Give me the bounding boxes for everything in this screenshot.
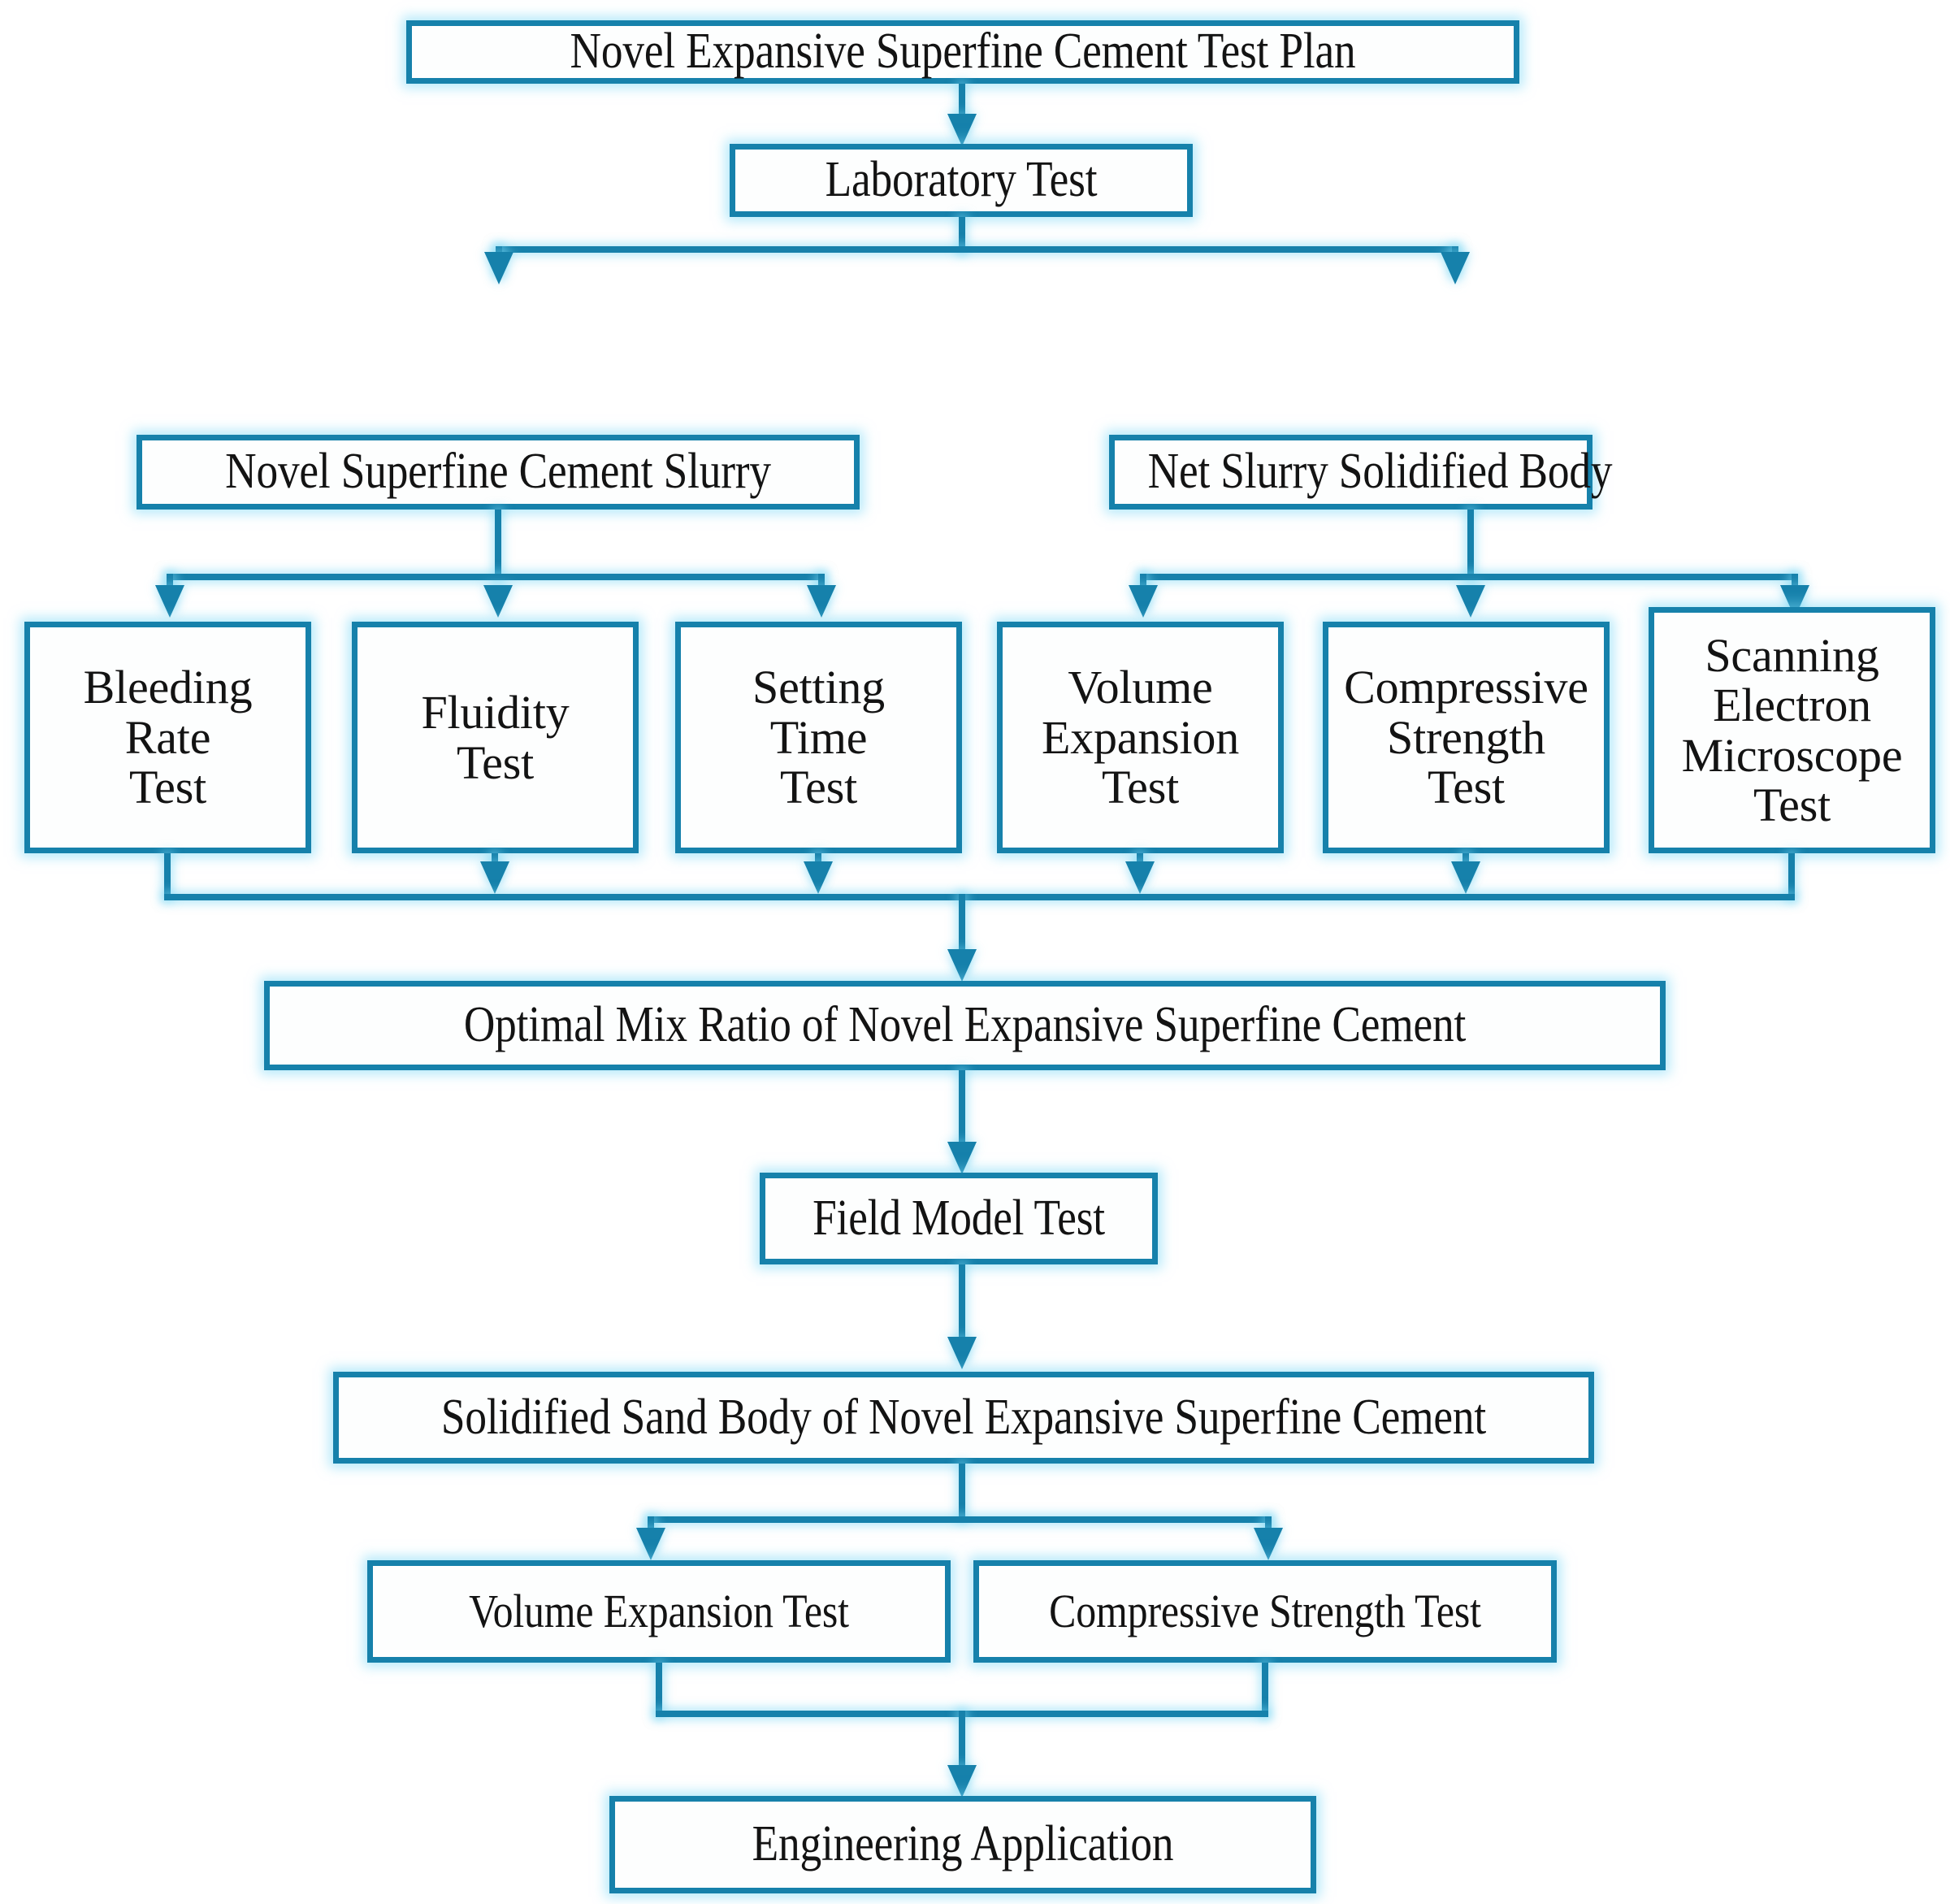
node-fluidity-test-label: Fluidity Test [358,687,633,787]
connector-sand-split-bar [648,1516,1272,1523]
arrowhead-to-volume-expansion [1129,585,1158,618]
line-4: Test [1753,778,1831,831]
arrowhead-merge-4 [1125,861,1155,894]
line-1: Setting [752,661,885,714]
line-1: Volume [1068,661,1213,714]
connector-sand-down [959,1464,965,1520]
arrowhead-lab-to-solid [1441,252,1470,284]
line-2: Test [456,735,534,789]
connector-solid-down [1467,510,1474,579]
arrowhead-plan-to-lab [947,114,977,146]
node-optimal-mix-ratio[interactable]: Optimal Mix Ratio of Novel Expansive Sup… [264,981,1666,1070]
line-1: Scanning [1705,628,1879,682]
node-engineering-application[interactable]: Engineering Application [609,1796,1316,1893]
arrowhead-to-bleeding-rate [155,585,184,618]
connector-lab-down [959,217,965,253]
arrowhead-merge-to-optimal [947,949,977,982]
connector-merge-to-engineering [959,1711,965,1788]
connector-merge-to-optimal [959,894,965,971]
node-solidified-sand-body[interactable]: Solidified Sand Body of Novel Expansive … [333,1372,1594,1464]
node-compressive-strength-test-field[interactable]: Compressive Strength Test [973,1560,1557,1663]
node-field-model-test-label: Field Model Test [812,1190,1105,1246]
node-compressive-strength-test[interactable]: Compressive Strength Test [1323,622,1610,853]
merge-field-drop-left [656,1663,662,1716]
node-bleeding-rate-test-label: Bleeding Rate Test [30,661,306,814]
arrowhead-to-setting-time [807,585,836,618]
node-bleeding-rate-test[interactable]: Bleeding Rate Test [24,622,311,853]
node-solidified-body[interactable]: Net Slurry Solidified Body [1109,435,1613,510]
line-2: Time [769,710,868,764]
merge-drop-6 [1788,853,1795,899]
arrowhead-to-fluidity [483,585,513,618]
line-3: Test [779,761,857,814]
node-scanning-electron-microscope-test[interactable]: Scanning Electron Microscope Test [1649,607,1935,853]
node-engineering-application-label: Engineering Application [752,1816,1174,1872]
arrowhead-merge-5 [1451,861,1480,894]
line-3: Test [1427,761,1505,814]
line-2: Electron [1713,679,1871,732]
line-2: Rate [124,710,211,764]
node-volume-expansion-test-field[interactable]: Volume Expansion Test [367,1560,951,1663]
line-2: Strength [1387,710,1545,764]
merge-bar-tests [164,894,1795,900]
line-3: Microscope [1681,728,1903,782]
arrowhead-to-compressive-strength [1456,585,1485,618]
arrowhead-optimal-to-field [947,1142,977,1174]
node-test-plan[interactable]: Novel Expansive Superfine Cement Test Pl… [406,20,1519,84]
connector-lab-split-bar [496,246,1458,253]
node-test-plan-label: Novel Expansive Superfine Cement Test Pl… [570,24,1356,80]
merge-drop-1 [164,853,171,899]
arrowhead-merge-3 [804,861,833,894]
arrowhead-to-compressive-strength-field [1254,1528,1283,1560]
node-laboratory-test-label: Laboratory Test [825,152,1098,208]
node-compressive-strength-test-field-label: Compressive Strength Test [1049,1585,1481,1638]
node-fluidity-test[interactable]: Fluidity Test [352,622,639,853]
arrowhead-to-volume-expansion-field [636,1528,665,1560]
node-compressive-strength-test-label: Compressive Strength Test [1328,661,1604,814]
node-field-model-test[interactable]: Field Model Test [760,1173,1158,1264]
line-3: Test [1101,761,1179,814]
node-laboratory-test[interactable]: Laboratory Test [730,144,1193,217]
node-volume-expansion-test-label: Volume Expansion Test [1003,661,1278,814]
arrowhead-merge-2 [480,861,509,894]
connector-field-to-sand [959,1264,965,1358]
node-volume-expansion-test[interactable]: Volume Expansion Test [997,622,1284,853]
node-setting-time-test[interactable]: Setting Time Test [675,622,962,853]
node-setting-time-test-label: Setting Time Test [681,661,956,814]
arrowhead-field-to-sand [947,1337,977,1369]
node-cement-slurry[interactable]: Novel Superfine Cement Slurry [136,435,860,510]
line-1: Compressive [1344,661,1588,714]
line-1: Fluidity [421,686,570,739]
node-solidified-body-label: Net Slurry Solidified Body [1147,444,1613,500]
node-optimal-mix-ratio-label: Optimal Mix Ratio of Novel Expansive Sup… [463,997,1467,1053]
line-2: Expansion [1041,710,1240,764]
connector-solid-fan-bar [1140,574,1798,580]
connector-optimal-to-field [959,1070,965,1164]
arrowhead-merge-to-engineering [947,1765,977,1798]
node-cement-slurry-label: Novel Superfine Cement Slurry [225,444,771,500]
node-volume-expansion-test-field-label: Volume Expansion Test [469,1585,849,1638]
line-3: Test [128,761,206,814]
arrowhead-lab-to-slurry [484,252,514,284]
connector-slurry-fan-bar [167,574,825,580]
merge-field-drop-right [1262,1663,1268,1716]
connector-plan-to-lab [959,84,965,132]
line-1: Bleeding [83,661,253,714]
node-scanning-electron-microscope-test-label: Scanning Electron Microscope Test [1654,628,1930,831]
node-solidified-sand-body-label: Solidified Sand Body of Novel Expansive … [440,1389,1487,1445]
connector-slurry-down [495,510,501,579]
